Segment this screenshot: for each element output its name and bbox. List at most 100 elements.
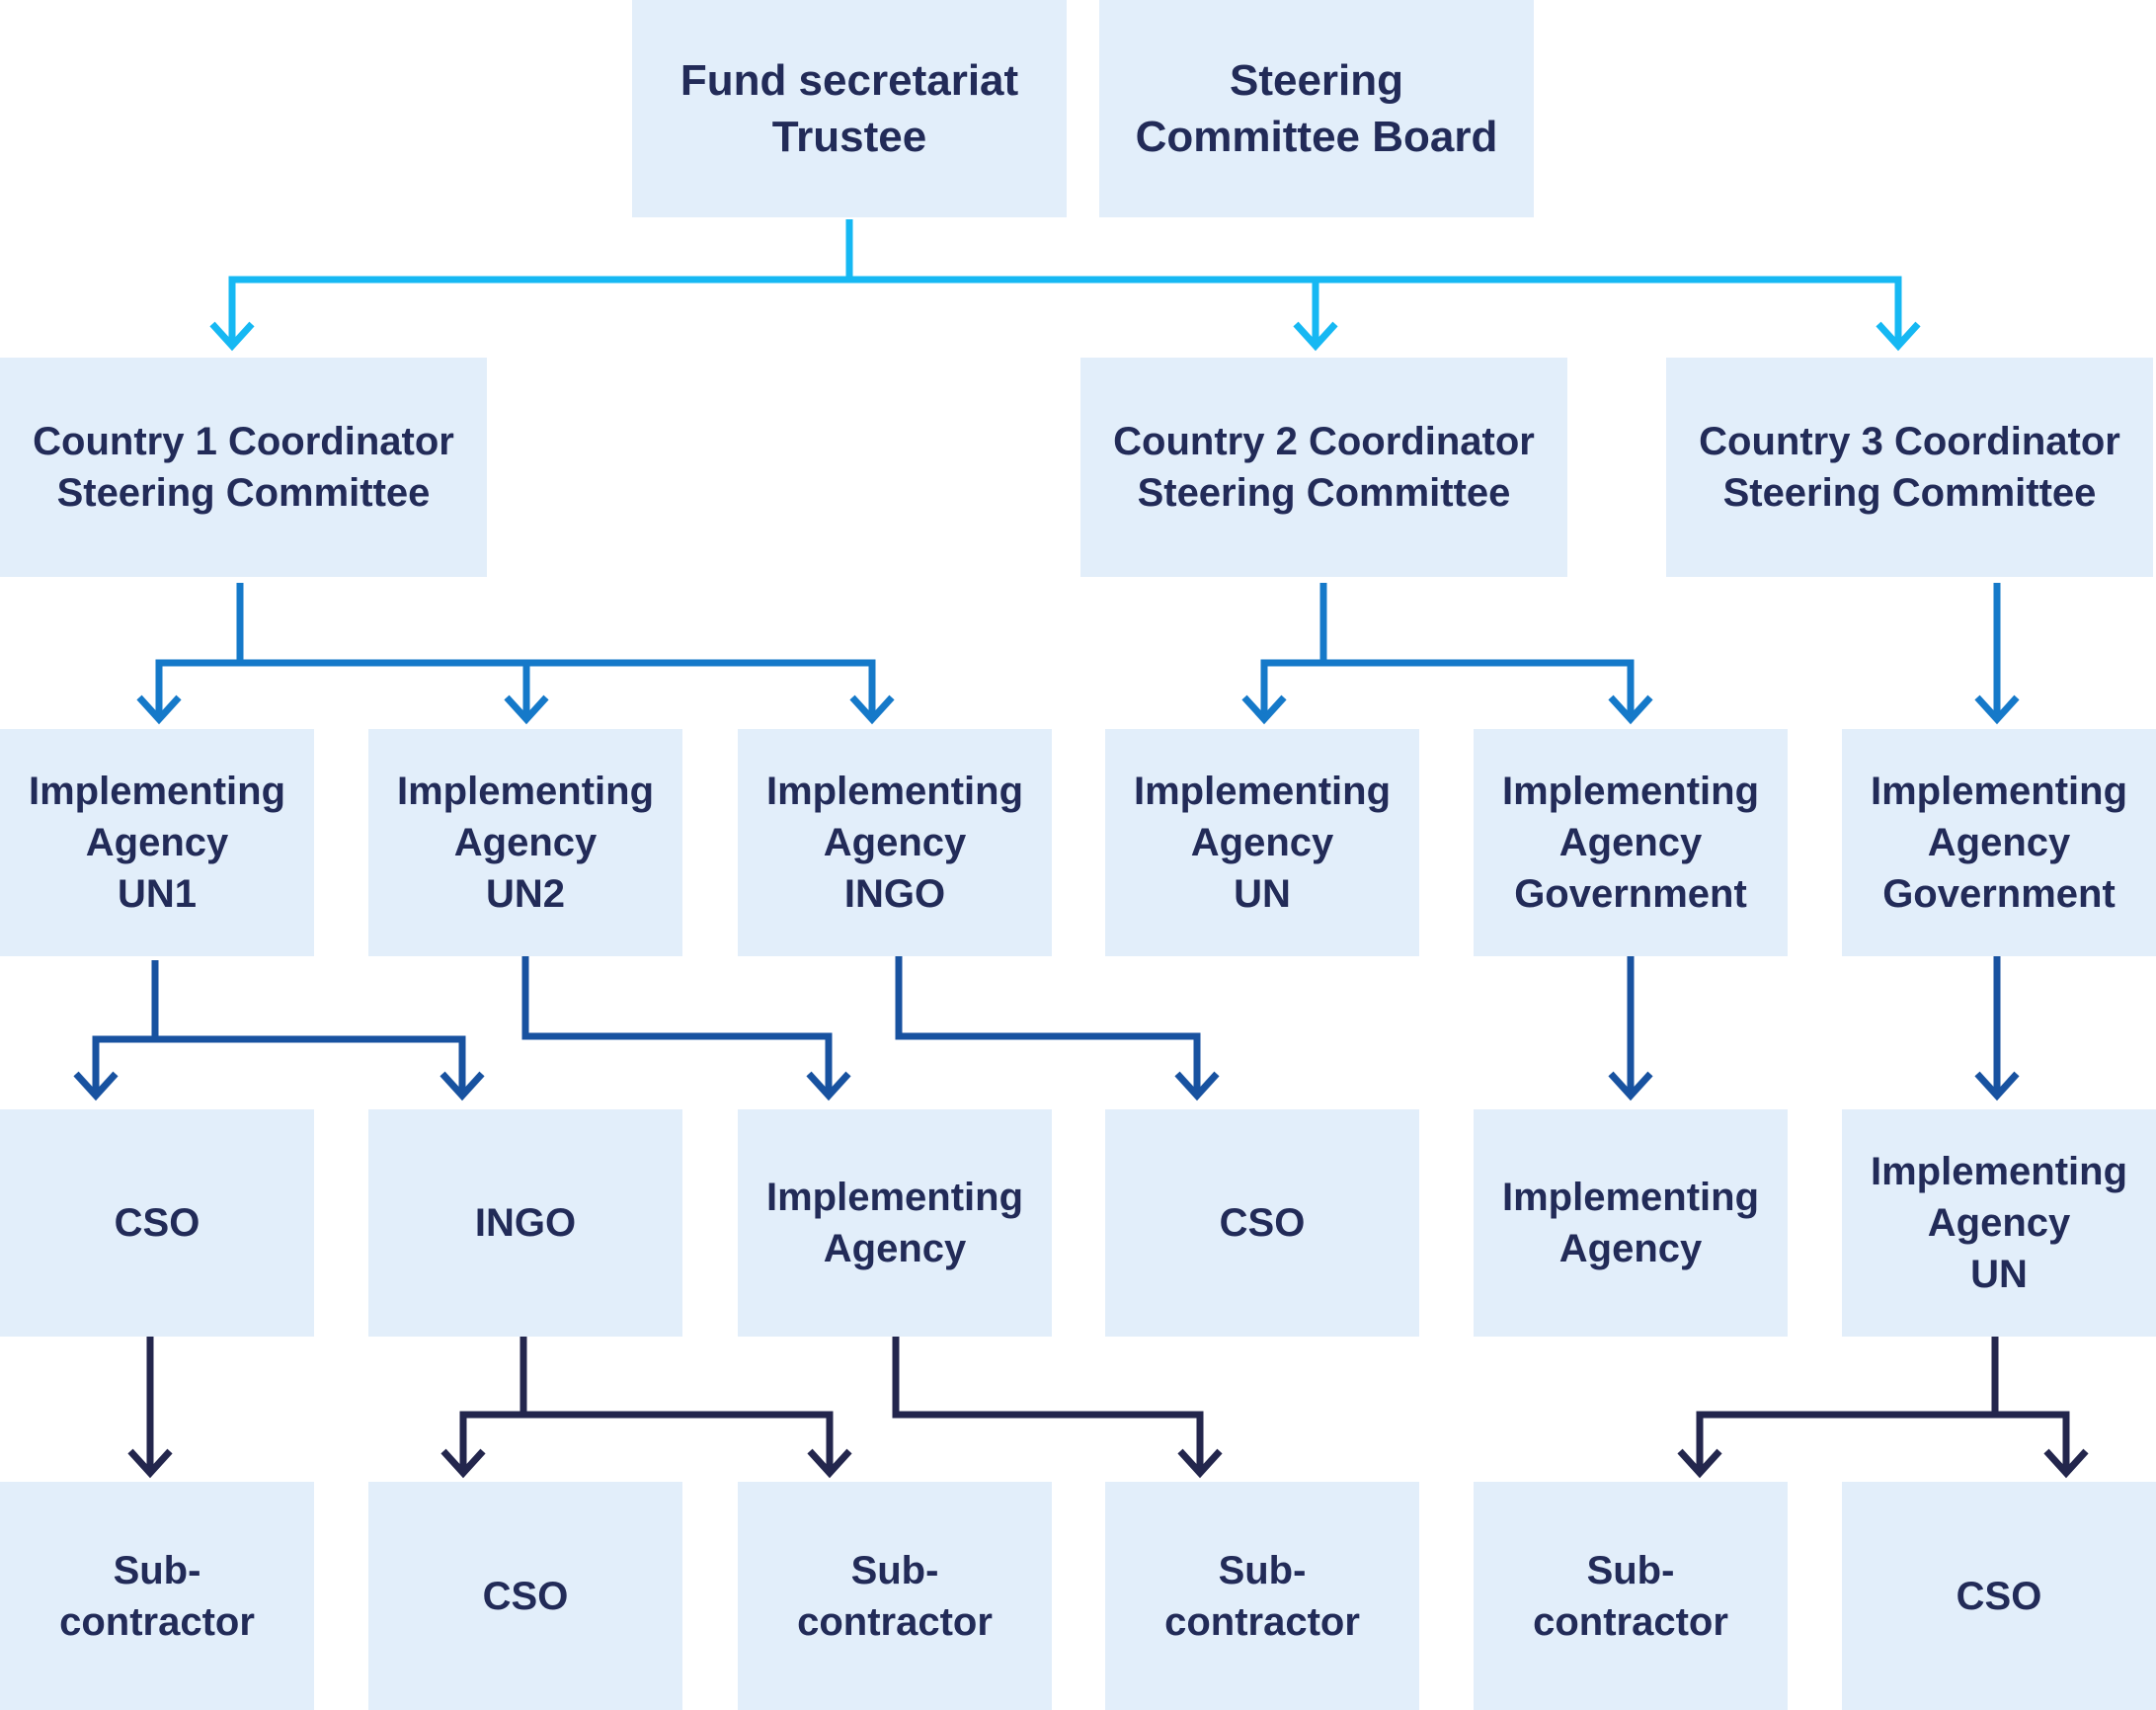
country-2-coordinator-box: Country 2 Coordinator Steering Committee [1080,358,1567,577]
agency-label: Implementing Agency UN [1134,766,1391,920]
label-line: Steering Committee [1137,471,1511,515]
agency-un1-box: Implementing Agency UN1 [0,729,314,956]
arrowhead [1876,321,1921,352]
coordinator-label: Country 1 Coordinator Steering Committee [33,416,454,519]
arrowhead [807,1448,852,1479]
sub-label: Sub- contractor [797,1545,993,1648]
label-line: Agency [1927,821,2071,864]
label-line: Implementing [765,1176,1024,1219]
arrowhead [1177,1448,1223,1479]
label-line: Agency [453,821,598,864]
label-line: Implementing [1133,770,1392,813]
arrowhead [1241,694,1287,725]
connector-line [228,276,1902,341]
agency-un-box: Implementing Agency UN [1105,729,1419,956]
partner-cso-box: CSO [0,1109,314,1337]
agency-un2-box: Implementing Agency UN2 [368,729,682,956]
label-line: Steering [1229,55,1404,105]
arrowhead [439,1071,485,1101]
partner-label: CSO [1220,1197,1306,1249]
connector-line [1260,659,1635,716]
partner-label: Implementing Agency [766,1172,1023,1274]
label-line: contractor [1164,1599,1360,1644]
arrowhead [209,321,255,352]
label-line: Implementing [1870,770,2128,813]
label-line: Country 2 Coordinator [1113,420,1535,463]
connector-line [459,1411,834,1470]
connector-line [92,1035,466,1093]
arrowhead [1608,694,1653,725]
country-1-coordinator-box: Country 1 Coordinator Steering Committee [0,358,487,577]
label-line: CSO [114,1201,200,1245]
connector-line [1696,1411,2070,1470]
partner-implementing-agency-un-box: Implementing Agency UN [1842,1109,2156,1337]
partner-ingo-box: INGO [368,1109,682,1337]
arrowhead [1174,1071,1220,1101]
label-line: Implementing [1501,770,1760,813]
partner-label: CSO [115,1197,200,1249]
agency-label: Implementing Agency UN2 [397,766,654,920]
sub-cso-box: CSO [1842,1482,2156,1710]
label-line: Sub- [113,1548,201,1592]
arrowhead [1608,1071,1653,1101]
arrowhead [806,1071,851,1101]
connector-line [155,659,876,716]
label-line: Sub- [850,1548,939,1592]
arrowhead [127,1448,173,1479]
label-line: Steering Committee [56,471,431,515]
country-3-coordinator-box: Country 3 Coordinator Steering Committee [1666,358,2153,577]
label-line: contractor [59,1599,255,1644]
agency-ingo-box: Implementing Agency INGO [738,729,1052,956]
steering-board-box: Steering Committee Board [1099,0,1534,217]
label-line: UN [1970,1253,2028,1296]
partner-implementing-agency-box: Implementing Agency [1474,1109,1788,1337]
label-line: CSO [1219,1201,1306,1245]
label-line: contractor [1533,1599,1728,1644]
subcontractor-box: Sub- contractor [1474,1482,1788,1710]
arrowhead [849,694,895,725]
arrowhead [73,1071,119,1101]
partner-label: INGO [475,1197,576,1249]
label-line: contractor [797,1599,993,1644]
partner-label: Implementing Agency [1502,1172,1759,1274]
agency-label: Implementing Agency Government [1502,766,1759,920]
label-line: Agency [1927,1201,2071,1245]
agency-label: Implementing Agency INGO [766,766,1023,920]
fund-secretariat-box: Fund secretariat Trustee [632,0,1067,217]
label-line: Sub- [1586,1548,1675,1592]
label-line: Government [1514,872,1747,916]
sub-label: Sub- contractor [59,1545,255,1648]
coordinator-label: Country 2 Coordinator Steering Committee [1113,416,1535,519]
arrowhead [1677,1448,1722,1479]
partner-cso-box: CSO [1105,1109,1419,1337]
label-line: Agency [1558,1227,1703,1270]
label-line: INGO [474,1201,577,1245]
label-line: Fund secretariat [679,55,1019,105]
arrowhead [1974,694,2020,725]
label-line: UN2 [485,872,566,916]
sub-label: Sub- contractor [1533,1545,1728,1648]
subcontractor-box: Sub- contractor [0,1482,314,1710]
label-line: Committee Board [1135,113,1498,161]
label-line: Agency [85,821,229,864]
sub-label: Sub- contractor [1164,1545,1360,1648]
connector-line [521,956,833,1093]
subcontractor-box: Sub- contractor [738,1482,1052,1710]
label-line: Implementing [1870,1150,2128,1193]
connector-line [892,1337,1204,1470]
label-line: Steering Committee [1722,471,2097,515]
sub-cso-box: CSO [368,1482,682,1710]
label-line: Sub- [1218,1548,1307,1592]
label-line: Implementing [1501,1176,1760,1219]
agency-government-box: Implementing Agency Government [1842,729,2156,956]
partner-label: Implementing Agency UN [1871,1146,2127,1300]
sub-label: CSO [483,1571,569,1622]
label-line: Agency [823,1227,967,1270]
label-line: CSO [1956,1574,2042,1618]
label-line: Country 1 Coordinator [33,420,454,463]
label-line: Agency [1190,821,1334,864]
label-line: CSO [482,1574,569,1618]
sub-label: CSO [1956,1571,2042,1622]
